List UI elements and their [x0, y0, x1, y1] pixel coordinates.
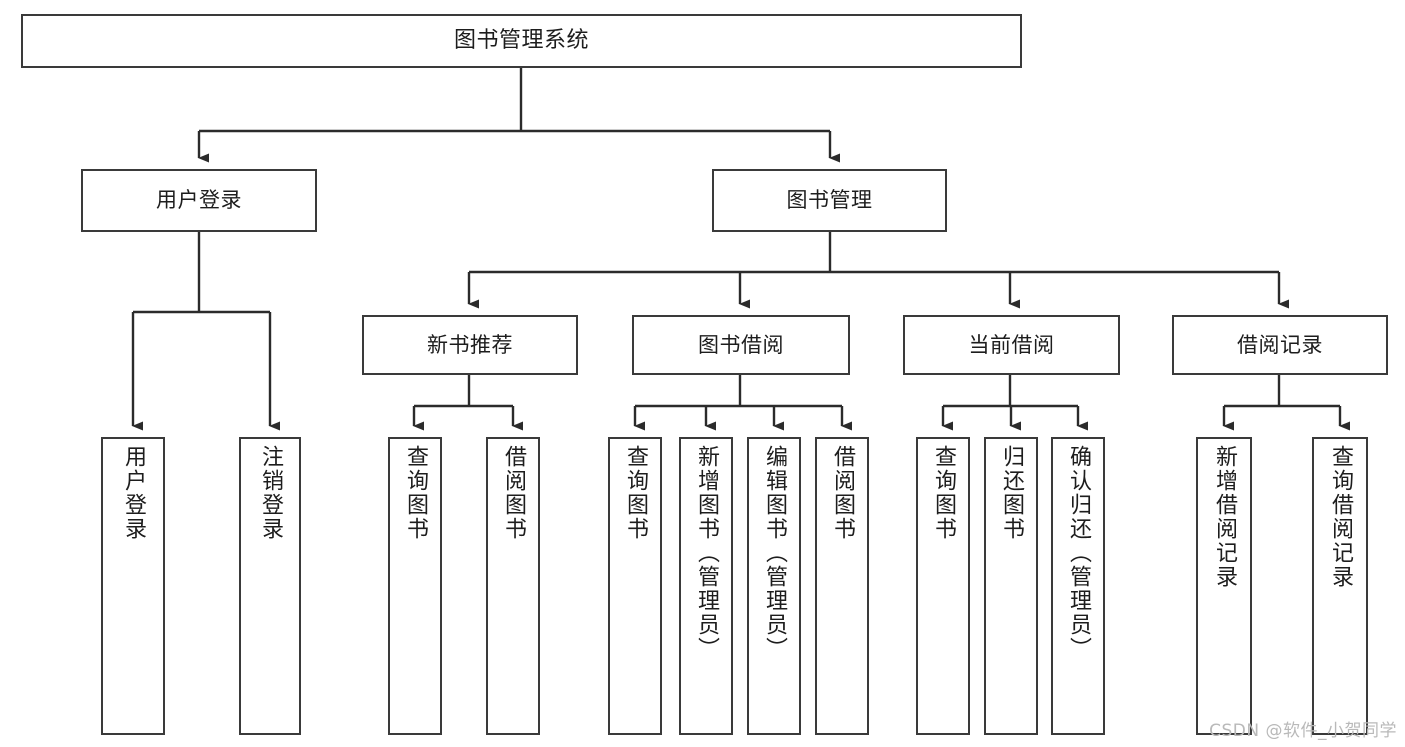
- node-label: 归还图书: [999, 445, 1024, 541]
- node-leaf-confirm-return-admin[interactable]: 确认归还（管理员）: [1051, 437, 1105, 735]
- node-label: 用户登录: [121, 445, 146, 541]
- node-book-management[interactable]: 图书管理: [712, 169, 947, 232]
- watermark-text: CSDN @软件_小贺同学: [1209, 721, 1397, 741]
- node-leaf-return-book[interactable]: 归还图书: [984, 437, 1038, 735]
- node-label: 用户登录: [156, 188, 242, 213]
- node-label: 图书管理系统: [453, 28, 589, 54]
- node-label: 新增借阅记录: [1212, 445, 1237, 589]
- node-leaf-borrow-book[interactable]: 借阅图书: [815, 437, 869, 735]
- node-label: 借阅记录: [1237, 332, 1323, 357]
- node-label: 确认归还（管理员）: [1066, 445, 1091, 661]
- node-label: 当前借阅: [968, 332, 1055, 357]
- node-leaf-add-book-admin[interactable]: 新增图书（管理员）: [679, 437, 733, 735]
- node-leaf-borrow-book-recommend[interactable]: 借阅图书: [486, 437, 540, 735]
- node-label: 借阅图书: [501, 445, 526, 541]
- node-label: 新增图书（管理员）: [694, 445, 719, 661]
- node-label: 编辑图书（管理员）: [762, 445, 787, 661]
- node-leaf-user-login[interactable]: 用户登录: [101, 437, 165, 735]
- node-current-borrow[interactable]: 当前借阅: [903, 315, 1120, 375]
- node-root-book-management-system[interactable]: 图书管理系统: [21, 14, 1022, 68]
- node-label: 查询图书: [931, 445, 956, 541]
- node-label: 查询图书: [623, 445, 648, 541]
- node-leaf-query-book-recommend[interactable]: 查询图书: [388, 437, 442, 735]
- node-user-login[interactable]: 用户登录: [81, 169, 317, 232]
- node-label: 借阅图书: [830, 445, 855, 541]
- node-label: 图书借阅: [698, 332, 784, 357]
- node-book-borrow[interactable]: 图书借阅: [632, 315, 850, 375]
- node-leaf-query-borrow-record[interactable]: 查询借阅记录: [1312, 437, 1368, 735]
- node-label: 注销登录: [258, 445, 283, 541]
- node-leaf-query-book-borrow[interactable]: 查询图书: [608, 437, 662, 735]
- node-leaf-edit-book-admin[interactable]: 编辑图书（管理员）: [747, 437, 801, 735]
- node-new-book-recommend[interactable]: 新书推荐: [362, 315, 578, 375]
- node-leaf-query-book-current[interactable]: 查询图书: [916, 437, 970, 735]
- node-leaf-logout-login[interactable]: 注销登录: [239, 437, 301, 735]
- node-borrow-record[interactable]: 借阅记录: [1172, 315, 1388, 375]
- node-label: 查询借阅记录: [1328, 445, 1353, 589]
- node-label: 查询图书: [403, 445, 428, 541]
- node-label: 新书推荐: [427, 332, 513, 357]
- node-leaf-add-borrow-record[interactable]: 新增借阅记录: [1196, 437, 1252, 735]
- node-label: 图书管理: [786, 188, 873, 213]
